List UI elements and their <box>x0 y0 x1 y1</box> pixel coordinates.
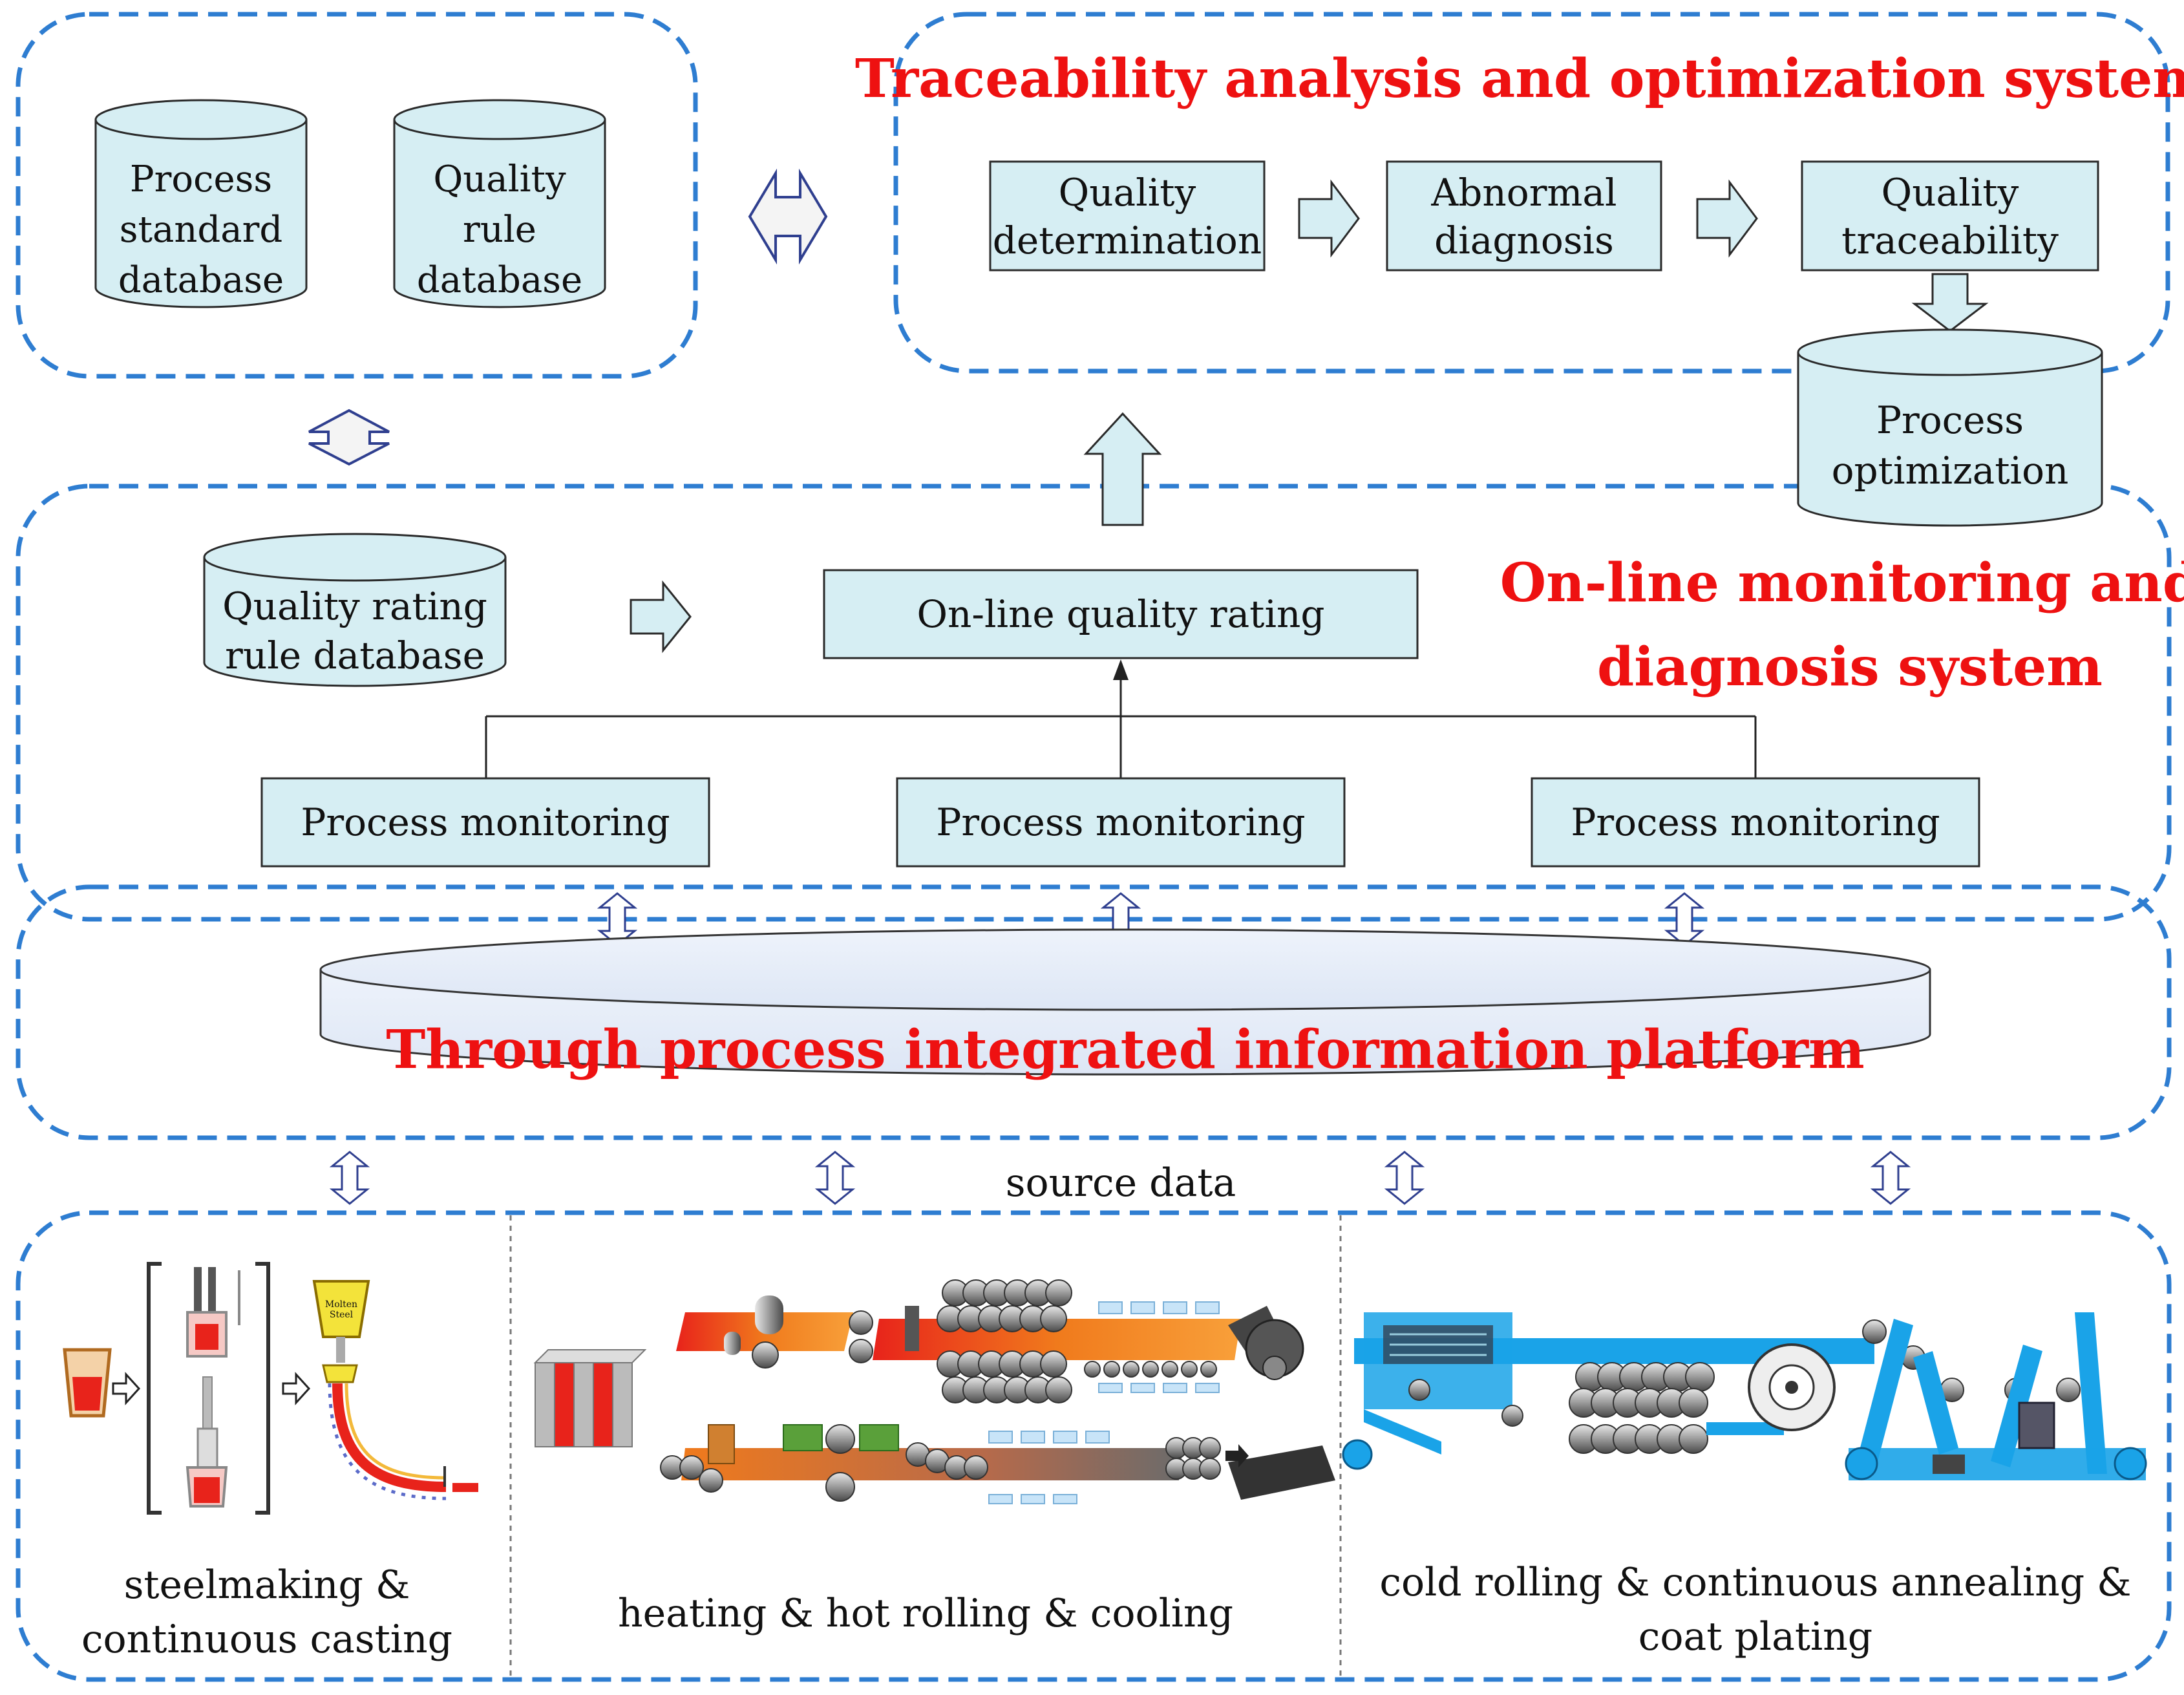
process-standard-db-line1: Process <box>130 158 272 200</box>
traceability-title: Traceability analysis and optimization s… <box>855 48 2184 110</box>
repository-group <box>16 12 698 379</box>
steelmaking-illustration: Molten Steel <box>63 1262 478 1515</box>
svg-text:Process monitoring: Process monitoring <box>1571 800 1940 844</box>
trace-down-arrow <box>1911 273 1989 332</box>
svg-text:rule database: rule database <box>225 634 485 677</box>
svg-text:diagnosis: diagnosis <box>1434 219 1614 262</box>
quality-rule-db-line2: rule <box>463 209 536 251</box>
process-standard-db-line2: standard <box>120 209 283 251</box>
svg-text:Steel: Steel <box>330 1310 354 1320</box>
quality-rule-db-line1: Quality <box>433 158 566 200</box>
repo-monitor-double-arrow <box>308 409 390 466</box>
process-monitoring-box-1: Process monitoring <box>260 777 710 868</box>
trace-flow-arrow-1 <box>1298 179 1360 258</box>
quality-rule-database: Quality rule database <box>393 99 606 308</box>
process-standard-database: Process standard database <box>94 99 308 308</box>
abnormal-diagnosis-box: Abnormal diagnosis <box>1386 160 1662 272</box>
process-monitoring-box-3: Process monitoring <box>1531 777 1980 868</box>
traceability-group <box>893 12 2170 374</box>
monitoring-title-line1: On-line monitoring and <box>1500 552 2184 614</box>
hot-rolling-label: heating & hot rolling & cooling <box>618 1591 1233 1636</box>
svg-text:On-line quality rating: On-line quality rating <box>917 592 1324 636</box>
cold-rolling-label-line1: cold rolling & continuous annealing & <box>1379 1560 2131 1605</box>
steelmaking-label-line1: steelmaking & <box>124 1562 410 1608</box>
monitor-to-trace-up-arrow <box>1083 412 1162 526</box>
quality-rating-rule-database: Quality rating rule database <box>203 533 507 687</box>
source-data-label: source data <box>1006 1160 1236 1206</box>
repo-trace-double-arrow <box>748 168 828 265</box>
quality-determination-box: Quality determination <box>989 160 1266 272</box>
rule-to-rating-arrow <box>630 580 692 654</box>
cold-rolling-label-line2: coat plating <box>1638 1614 1872 1659</box>
integrated-platform-disc: Through process integrated information p… <box>319 928 1931 1081</box>
steelmaking-label-line2: continuous casting <box>81 1617 452 1662</box>
platform-production-arrows <box>329 1151 1911 1205</box>
monitoring-title-line2: diagnosis system <box>1597 636 2103 698</box>
process-monitoring-box-2: Process monitoring <box>896 777 1346 868</box>
platform-group <box>16 884 2172 1140</box>
svg-text:Quality: Quality <box>1059 171 1196 215</box>
svg-text:optimization: optimization <box>1832 449 2069 493</box>
process-optimization-database: Process optimization <box>1797 328 2103 527</box>
svg-text:Abnormal: Abnormal <box>1430 171 1617 215</box>
trace-flow-arrow-2 <box>1696 179 1758 258</box>
quality-rule-db-line3: database <box>417 259 582 301</box>
svg-text:determination: determination <box>993 219 1262 262</box>
platform-title: Through process integrated information p… <box>386 1019 1864 1081</box>
process-standard-db-line3: database <box>118 259 284 301</box>
svg-text:Quality rating: Quality rating <box>222 584 487 628</box>
cold-rolling-illustration <box>1342 1312 2147 1480</box>
svg-text:Process monitoring: Process monitoring <box>301 800 670 844</box>
svg-text:Process monitoring: Process monitoring <box>936 800 1305 844</box>
monitoring-group <box>16 484 2172 922</box>
svg-text:Process: Process <box>1876 398 2024 442</box>
svg-text:Quality: Quality <box>1882 171 2019 215</box>
hot-rolling-illustration <box>533 1279 1335 1504</box>
quality-traceability-box: Quality traceability <box>1801 160 2099 272</box>
svg-text:traceability: traceability <box>1841 219 2059 262</box>
monitor-connectors <box>485 659 1757 778</box>
online-quality-rating-box: On-line quality rating <box>823 569 1419 659</box>
svg-text:Molten: Molten <box>325 1299 357 1310</box>
